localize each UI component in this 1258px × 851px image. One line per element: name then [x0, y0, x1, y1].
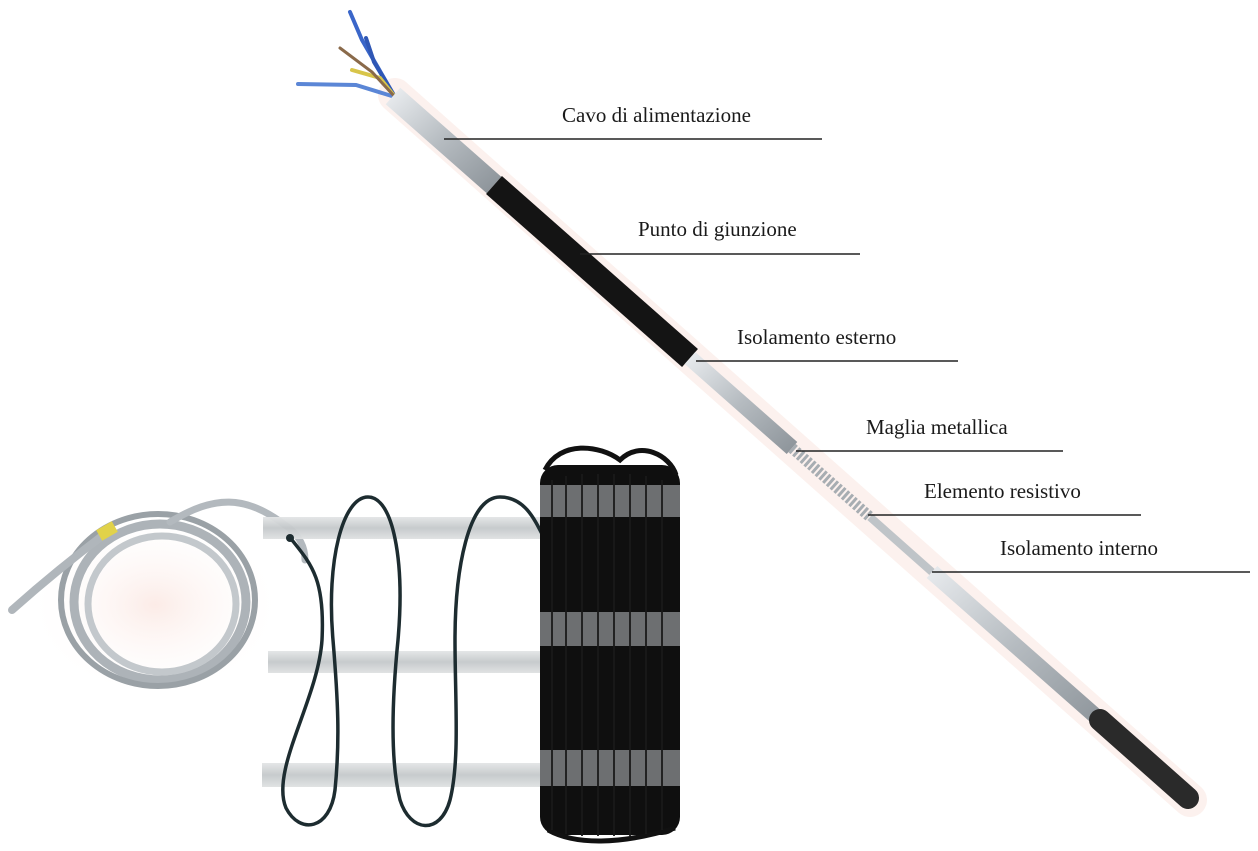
heating-cable-cutaway [298, 12, 1190, 800]
outer-insulation-segment [690, 358, 792, 448]
label-cavo-di-alimentazione: Cavo di alimentazione [562, 105, 751, 126]
heating-mat-icon [262, 448, 680, 841]
label-isolamento-esterno: Isolamento esterno [737, 327, 896, 348]
power-cable-segment [393, 96, 494, 185]
label-elemento-resistivo: Elemento resistivo [924, 481, 1081, 502]
label-punto-di-giunzione: Punto di giunzione [638, 219, 797, 240]
label-isolamento-interno: Isolamento interno [1000, 538, 1158, 559]
label-maglia-metallica: Maglia metallica [866, 417, 1008, 438]
cable-coil-icon [12, 502, 305, 700]
wire-ends-icon [298, 12, 395, 97]
inner-insulation-segment [932, 572, 1100, 720]
end-cap-segment [1100, 720, 1188, 798]
junction-segment [494, 185, 690, 358]
